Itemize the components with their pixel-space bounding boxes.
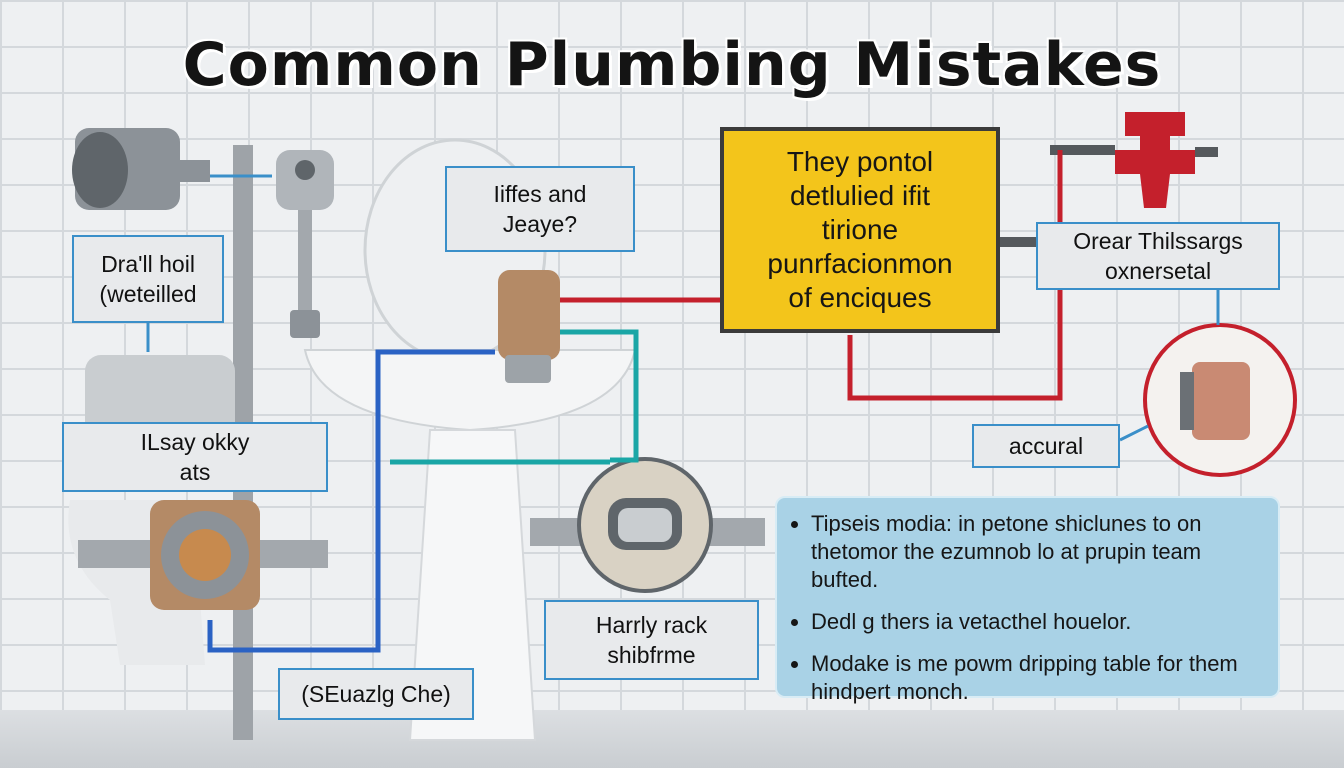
callout-line: tirione bbox=[821, 214, 899, 245]
label-orear-line2: oxnersetal bbox=[1104, 258, 1212, 284]
label-harrly-line2: shibfrme bbox=[607, 642, 696, 668]
label-acceral-text: accural bbox=[1008, 433, 1084, 459]
label-drain-line1: Dra'll hoil bbox=[101, 251, 195, 277]
label-orear-line1: Orear Thilssargs bbox=[1073, 228, 1243, 254]
label-sink-question: Iiffes and Jeaye? bbox=[445, 166, 635, 252]
label-lssay: ILsay okky ats bbox=[62, 422, 328, 492]
pressure-valve-icon bbox=[1050, 112, 1218, 208]
callout-line: detlulied ifit bbox=[789, 180, 931, 211]
drain-strainer-icon bbox=[530, 457, 765, 593]
warning-callout: They pontol detlulied ifit tirione punrf… bbox=[720, 127, 1000, 333]
label-orear: Orear Thilssargs oxnersetal bbox=[1036, 222, 1280, 290]
label-lssay-line1: ILsay okky bbox=[140, 429, 250, 455]
cutaway-valve-icon bbox=[1143, 323, 1297, 477]
callout-line: punrfacionmon bbox=[767, 248, 953, 279]
label-lssay-line2: ats bbox=[179, 459, 211, 485]
floor bbox=[0, 710, 1344, 768]
callout-line: of enciques bbox=[788, 282, 932, 313]
tip-item: Modake is me powm dripping table for the… bbox=[811, 650, 1264, 706]
faucet-valve-icon bbox=[498, 270, 560, 383]
pipe-union-icon bbox=[78, 500, 328, 610]
tips-list: Tipseis modia: in petone shiclunes to on… bbox=[791, 510, 1264, 706]
pipe-fitting-icon bbox=[72, 128, 272, 210]
label-harrly-line1: Harrly rack bbox=[595, 612, 708, 638]
teal-pipe bbox=[560, 329, 639, 463]
label-sink-question-line1: Iiffes and bbox=[493, 181, 587, 207]
page-title: Common Plumbing Mistakes bbox=[182, 30, 1162, 100]
label-acceral: accural bbox=[972, 424, 1120, 468]
tips-panel: Tipseis modia: in petone shiclunes to on… bbox=[775, 496, 1280, 704]
label-drain: Dra'll hoil (weteilled bbox=[72, 235, 224, 323]
label-seuazig-text: (SEuazlg Che) bbox=[301, 681, 451, 707]
label-sink-question-line2: Jeaye? bbox=[502, 211, 578, 237]
connector-line bbox=[1119, 424, 1149, 442]
blue-pipe bbox=[207, 349, 495, 653]
label-harrly: Harrly rack shibfrme bbox=[544, 600, 759, 680]
shutoff-valve-icon bbox=[276, 150, 334, 338]
callout-line: They pontol bbox=[786, 146, 934, 177]
label-seuazig: (SEuazlg Che) bbox=[278, 668, 474, 720]
tip-item: Dedl g thers ia vetacthel houelor. bbox=[811, 608, 1264, 636]
label-drain-line2: (weteilled bbox=[99, 281, 197, 307]
tip-item: Tipseis modia: in petone shiclunes to on… bbox=[811, 510, 1264, 594]
